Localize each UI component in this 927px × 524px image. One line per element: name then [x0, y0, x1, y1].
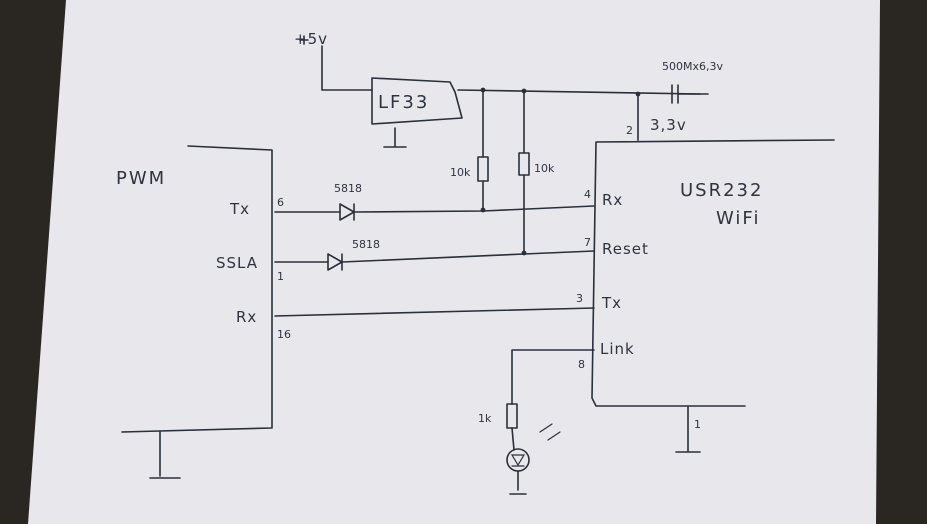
- capacitor: [671, 84, 709, 104]
- wifi-pin-num-0: 4: [584, 188, 591, 201]
- wifi-title-line1: USR232: [680, 180, 763, 201]
- capacitor-label: 500Mx6,3v: [662, 60, 723, 73]
- wifi-pin-name-1: Reset: [602, 240, 649, 258]
- regulator-label: LF33: [378, 92, 429, 113]
- pullup-resistors: [477, 89, 530, 256]
- pwm-pin-name-1: SSLA: [216, 254, 258, 272]
- wifi-pin-name-3: Link: [600, 340, 635, 358]
- regulator-lf33: [371, 77, 463, 125]
- supply-label: +5v: [294, 30, 328, 48]
- wifi-pin-name-0: Rx: [602, 191, 623, 209]
- diode2-label: 5818: [352, 238, 380, 251]
- wifi-title-line2: WiFi: [716, 208, 760, 229]
- rail-voltage-label: 3,3v: [650, 116, 687, 134]
- pwm-pin-num-1: 1: [277, 270, 284, 283]
- pwm-title: PWM: [116, 168, 166, 189]
- resistor2-label: 10k: [534, 162, 555, 175]
- paper-sheet: [28, 0, 880, 524]
- rail-pin-label: 2: [626, 124, 633, 137]
- pwm-pin-num-0: 6: [277, 196, 284, 209]
- wifi-pin-num-1: 7: [584, 236, 591, 249]
- resistor-led-label: 1k: [478, 412, 492, 425]
- resistor1-label: 10k: [450, 166, 471, 179]
- power-section: [299, 35, 709, 148]
- usr232-block: [591, 139, 835, 407]
- pwm-pin-name-0: Tx: [229, 200, 250, 218]
- wifi-pin-name-2: Tx: [601, 294, 622, 312]
- wifi-pin-num-3: 8: [578, 358, 585, 371]
- wifi-gnd-pin-label: 1: [694, 418, 701, 431]
- pwm-pin-num-2: 16: [277, 328, 291, 341]
- signal-wires: [274, 203, 595, 495]
- pwm-pin-name-2: Rx: [236, 308, 257, 326]
- diode1-label: 5818: [334, 182, 362, 195]
- pwm-block: [121, 145, 273, 433]
- wifi-pin-num-2: 3: [576, 292, 583, 305]
